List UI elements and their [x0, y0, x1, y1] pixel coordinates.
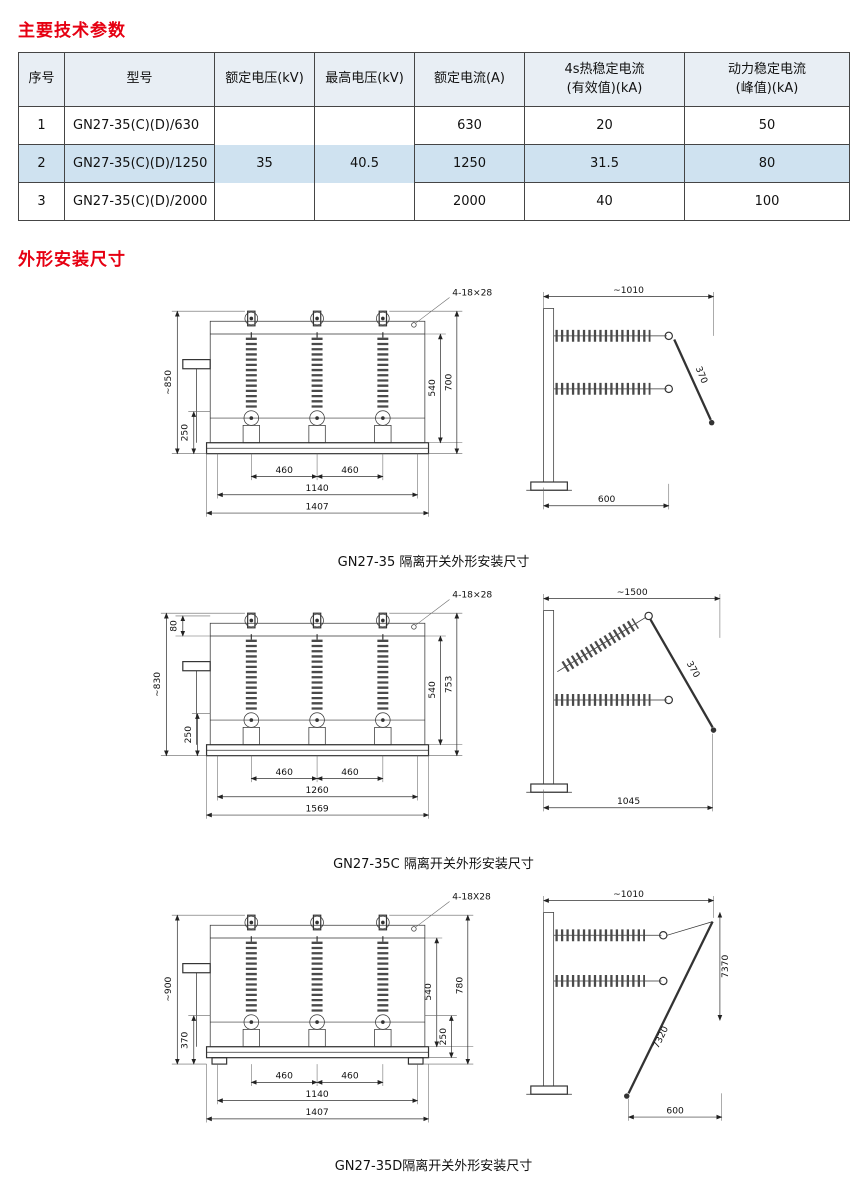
col-header-max-voltage: 最高电压(kV) — [314, 52, 415, 107]
cell-dynamic: 80 — [684, 144, 850, 183]
col-header-rated-voltage: 额定电压(kV) — [214, 52, 315, 107]
cell-dynamic: 100 — [684, 182, 850, 221]
front-view — [181, 901, 450, 1065]
hole-spec-label: 4-18X28 — [452, 893, 491, 903]
dim-label-overall-height: ~850 — [163, 370, 173, 395]
front-view — [181, 599, 450, 757]
dim-label-left-lower: 370 — [180, 1031, 190, 1049]
cell-no: 1 — [18, 106, 65, 145]
figure-caption: GN27-35D隔离开关外形安装尺寸 — [334, 1159, 533, 1174]
hole-spec-label: 4-18×28 — [452, 591, 492, 601]
section-title-dimensions: 外形安装尺寸 — [18, 250, 126, 270]
dim-label-total-width: 1407 — [305, 502, 328, 512]
figure-caption: GN27-35 隔离开关外形安装尺寸 — [337, 555, 530, 570]
dimensions: ~900 370 540 250 780 460 — [163, 890, 731, 1123]
cell-model: GN27-35(C)(D)/630 — [64, 106, 215, 145]
col-header-model: 型号 — [64, 52, 215, 107]
dim-label-spacing-a: 460 — [275, 466, 293, 476]
drawing-gn27-35c: 80 ~830 250 540 753 460 — [152, 588, 720, 819]
dim-label-hole-span: 1260 — [305, 786, 328, 796]
dim-label-total-width: 1569 — [305, 804, 328, 814]
hole-spec-label: 4-18×28 — [452, 289, 492, 299]
dim-label-side-bottom: 600 — [597, 495, 615, 505]
dim-label-top-small: 80 — [169, 620, 179, 632]
side-view — [525, 308, 714, 491]
dim-label-hole-span: 1140 — [305, 1090, 328, 1100]
dimensions: ~850 250 540 700 460 460 — [163, 286, 714, 517]
dim-label-side-bottom: 1045 — [616, 797, 639, 807]
col-header-thermal-current: 4s热稳定电流 (有效值)(kA) — [524, 52, 685, 107]
dim-label-side-bottom: 600 — [666, 1106, 684, 1116]
figure-gn27-35c: 80 ~830 250 540 753 460 — [18, 583, 849, 872]
dim-label-right-2: 250 — [438, 1028, 448, 1046]
cell-current: 2000 — [414, 182, 525, 221]
cell-no: 3 — [18, 182, 65, 221]
front-view — [181, 297, 450, 455]
dim-label-right-1: 540 — [427, 379, 437, 397]
dim-label-side-vert: 7370 — [721, 955, 731, 978]
col-header-dynamic-current: 动力稳定电流 (峰值)(kA) — [684, 52, 850, 107]
table-row-2: 2 GN27-35(C)(D)/1250 1250 31.5 80 — [18, 144, 850, 183]
dim-label-right-2: 753 — [444, 676, 454, 694]
dim-label-lever: 370 — [683, 660, 700, 680]
col-header-rated-current: 额定电流(A) — [414, 52, 525, 107]
cell-current: 630 — [414, 106, 525, 145]
dim-label-side-top: ~1010 — [613, 286, 644, 296]
dim-label-overall-height: ~830 — [152, 672, 162, 697]
dim-label-spacing-b: 460 — [341, 768, 359, 778]
dim-label-spacing-a: 460 — [275, 1072, 293, 1082]
side-view — [525, 610, 716, 793]
figure-gn27-35: ~850 250 540 700 460 460 — [18, 281, 849, 570]
figure-gn27-35d: ~900 370 540 250 780 460 — [18, 885, 849, 1174]
table-row-3: 3 GN27-35(C)(D)/2000 2000 40 100 — [18, 182, 850, 221]
col-header-no: 序号 — [18, 52, 65, 107]
table-header-row: 序号 型号 额定电压(kV) 最高电压(kV) 额定电流(A) 4s热稳定电流 … — [18, 52, 850, 107]
dim-label-lower-height: 250 — [180, 424, 190, 442]
dim-label-total-width: 1407 — [305, 1108, 328, 1118]
dim-label-spacing-b: 460 — [341, 466, 359, 476]
dim-label-spacing-a: 460 — [275, 768, 293, 778]
params-table: 序号 型号 额定电压(kV) 最高电压(kV) 额定电流(A) 4s热稳定电流 … — [18, 52, 850, 221]
cell-dynamic: 50 — [684, 106, 850, 145]
cell-model: GN27-35(C)(D)/1250 — [64, 144, 215, 183]
cell-max-voltage: 40.5 — [314, 106, 415, 221]
dim-label-right-1: 540 — [427, 681, 437, 699]
cell-thermal: 20 — [524, 106, 685, 145]
dim-label-lever: 370 — [692, 365, 708, 385]
dim-label-right-1: 540 — [424, 983, 434, 1001]
cell-no: 2 — [18, 144, 65, 183]
dimensions: 80 ~830 250 540 753 460 — [152, 588, 720, 819]
side-view — [525, 912, 714, 1099]
drawing-gn27-35: ~850 250 540 700 460 460 — [163, 286, 714, 517]
cell-thermal: 31.5 — [524, 144, 685, 183]
dim-label-right-2: 700 — [444, 374, 454, 392]
table-row-1: 1 GN27-35(C)(D)/630 35 40.5 630 20 50 — [18, 106, 850, 221]
figure-caption: GN27-35C 隔离开关外形安装尺寸 — [333, 857, 534, 872]
dim-label-lower-height: 250 — [184, 726, 194, 744]
dim-label-spacing-b: 460 — [341, 1072, 359, 1082]
cell-model: GN27-35(C)(D)/2000 — [64, 182, 215, 221]
drawing-gn27-35d: ~900 370 540 250 780 460 — [163, 890, 731, 1123]
dim-label-overall-height: ~900 — [163, 976, 173, 1001]
dim-label-side-top: ~1500 — [616, 588, 647, 598]
section-title-main-params: 主要技术参数 — [18, 21, 126, 41]
cell-current: 1250 — [414, 144, 525, 183]
dim-label-hole-span: 1140 — [305, 484, 328, 494]
dim-label-side-top: ~1010 — [613, 890, 644, 900]
dim-label-right-3: 780 — [455, 977, 465, 995]
cell-thermal: 40 — [524, 182, 685, 221]
cell-rated-voltage: 35 — [214, 106, 315, 221]
